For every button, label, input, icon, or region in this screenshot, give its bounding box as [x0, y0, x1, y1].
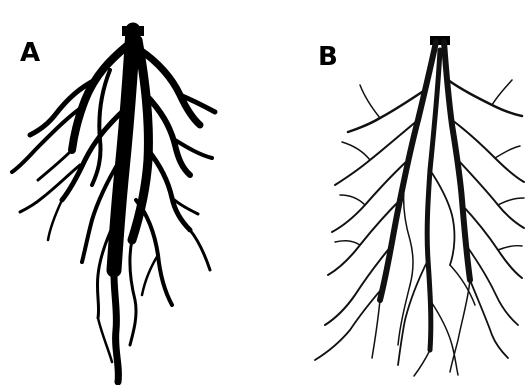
- root-b-branch: [452, 120, 524, 182]
- root-b-branch: [458, 160, 524, 228]
- root-a-branch: [130, 240, 136, 345]
- panel-label-a: A: [20, 40, 40, 66]
- root-b-branch: [398, 260, 428, 365]
- root-b-branch: [450, 280, 470, 372]
- root-b-branch: [404, 180, 413, 285]
- root-a-branch: [98, 318, 112, 362]
- root-b-branch: [315, 285, 385, 360]
- root-b-branch: [448, 80, 522, 116]
- root-b-branch: [335, 241, 360, 245]
- root-a-branch: [48, 200, 62, 240]
- root-b-branch: [498, 198, 524, 205]
- root-a-branch: [142, 255, 158, 295]
- root-b-branch: [495, 146, 520, 158]
- main-root-a-lower: [114, 265, 119, 382]
- root-b-branch: [470, 280, 508, 358]
- panel-label-b: B: [318, 44, 338, 70]
- root-b-branch: [466, 245, 518, 325]
- root-a-branch: [190, 230, 210, 270]
- root-b-branch: [498, 246, 522, 250]
- root-b-branch: [398, 285, 410, 345]
- root-b-branch: [342, 142, 370, 160]
- root-b-branch: [414, 350, 430, 376]
- root-b-branch: [430, 300, 458, 375]
- root-b-branch: [340, 195, 365, 205]
- root-b-branch: [372, 300, 380, 358]
- branched-root-system-b: [315, 36, 524, 376]
- root-b-branch: [360, 85, 380, 118]
- root-b-branch: [430, 170, 454, 265]
- root-b-branch: [492, 80, 512, 105]
- taproot-system-a: [12, 26, 215, 382]
